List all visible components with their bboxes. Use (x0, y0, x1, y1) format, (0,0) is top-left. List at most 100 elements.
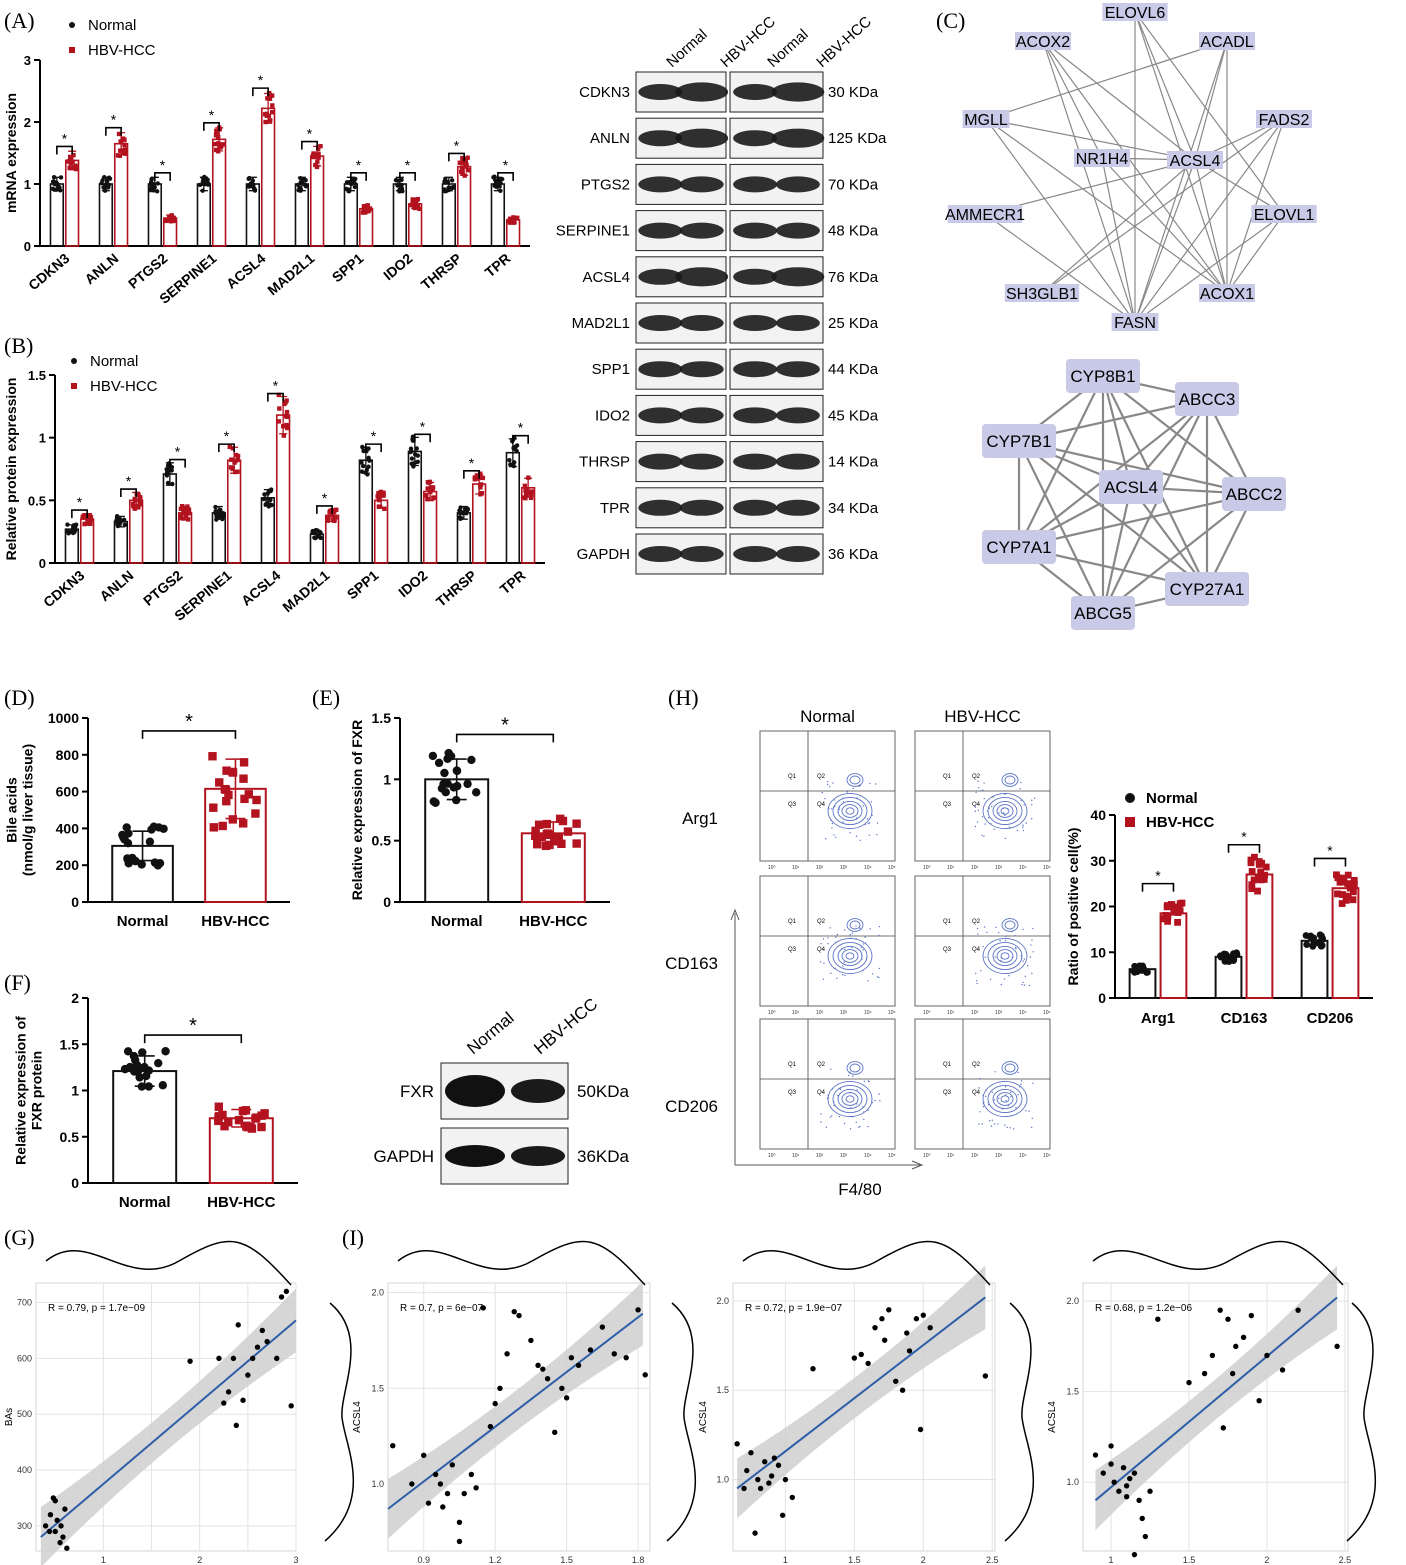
significance-star: * (62, 130, 68, 146)
flow-tick-label: 10¹ (792, 865, 800, 871)
data-point (234, 1115, 244, 1125)
data-point (154, 823, 164, 832)
flow-event (998, 931, 1000, 934)
flow-event (1022, 981, 1024, 984)
density-contour (841, 1092, 859, 1106)
flow-event (822, 938, 825, 940)
flow-event (986, 931, 988, 934)
flow-event (990, 1125, 993, 1127)
quadrant-label: Q4 (817, 802, 826, 808)
flow-tick-label: 10⁴ (864, 865, 872, 871)
flow-tick-label: 10⁴ (864, 1010, 872, 1016)
flow-event (1015, 947, 1017, 950)
flow-event (855, 1121, 858, 1124)
flow-event (839, 1088, 842, 1091)
data-point (206, 182, 211, 187)
panel-label-f: (F) (4, 970, 31, 995)
data-point (164, 473, 170, 478)
y-tick-label: 1 (24, 177, 31, 192)
data-point (465, 507, 470, 513)
flow-event (1003, 812, 1005, 814)
network-node: ABCC2 (1222, 477, 1286, 511)
data-point (65, 522, 70, 527)
data-point (249, 1355, 256, 1362)
flow-event (1022, 829, 1025, 832)
density-contour (1001, 1061, 1019, 1075)
density-contour (992, 1088, 1018, 1110)
density-contour (987, 1084, 1023, 1114)
data-point (879, 1316, 885, 1322)
flow-event (838, 808, 841, 810)
node-label: ABCC2 (1226, 485, 1283, 504)
data-point (137, 495, 143, 500)
flow-event (842, 973, 844, 976)
data-point (540, 1366, 546, 1372)
x-tick-label: 2.5 (1339, 1555, 1352, 1565)
protein-label: FXR (400, 1082, 434, 1101)
flow-event (876, 833, 878, 836)
flow-event (878, 934, 880, 937)
density-contour (849, 1063, 861, 1073)
significance-bracket (154, 172, 171, 181)
flow-event (832, 782, 834, 784)
blot-band (679, 546, 724, 562)
data-point (532, 840, 542, 849)
data-point (222, 766, 231, 775)
data-point (216, 1355, 222, 1362)
flow-tick-label: 10⁴ (1019, 865, 1027, 871)
size-label: 125 KDa (828, 130, 887, 147)
network-node: NR1H4 (1074, 149, 1130, 168)
flow-event (878, 976, 880, 979)
significance-star: * (405, 157, 411, 173)
density-contour (1000, 1095, 1010, 1103)
data-point (1127, 1475, 1133, 1482)
data-point (432, 1471, 439, 1478)
flow-row-label: CD163 (665, 954, 718, 973)
data-point (186, 507, 192, 512)
flow-tick-label: 10³ (995, 1010, 1003, 1016)
flow-event (999, 939, 1001, 942)
flow-event (843, 948, 846, 950)
data-point (1216, 952, 1224, 960)
data-point (430, 485, 435, 490)
flow-event (842, 965, 844, 967)
network-edge (1134, 11, 1285, 215)
density-contour (832, 1084, 868, 1114)
data-point (1318, 942, 1326, 949)
data-point (872, 1324, 878, 1331)
data-point (1344, 880, 1352, 888)
data-point (431, 495, 437, 500)
flow-event (820, 1121, 822, 1123)
data-point (881, 1337, 888, 1343)
data-point (514, 215, 520, 221)
significance-bracket (350, 172, 367, 181)
density-contour (992, 945, 1018, 967)
network-edge (984, 213, 1136, 323)
data-point (459, 166, 465, 171)
node-label: ACOX2 (1016, 34, 1070, 51)
significance-bracket (497, 172, 514, 181)
quadrant-label: Q2 (972, 1062, 981, 1068)
data-point (1131, 1551, 1138, 1558)
data-point (456, 1519, 463, 1525)
data-point (1186, 1379, 1192, 1386)
data-point (511, 1309, 517, 1315)
data-point (239, 758, 249, 767)
y-axis-label: ACSL4 (1047, 1401, 1058, 1433)
data-point (611, 1351, 617, 1357)
data-point (212, 141, 218, 147)
y-tick-label: 1.0 (716, 1475, 729, 1485)
node-box (1251, 205, 1317, 223)
bar-hbv (226, 459, 242, 564)
data-point (326, 514, 331, 520)
data-point (635, 1307, 641, 1313)
y-tick-label: 3 (24, 53, 31, 68)
flow-event (1004, 939, 1007, 942)
chart-I3: 11.522.51.01.52.0R = 0.68, p = 1.2e−06CD… (1047, 1240, 1377, 1565)
flow-event (859, 927, 861, 929)
data-point (572, 839, 581, 848)
bar-normal (294, 183, 310, 247)
flow-x-axis-label: F4/80 (838, 1180, 881, 1199)
